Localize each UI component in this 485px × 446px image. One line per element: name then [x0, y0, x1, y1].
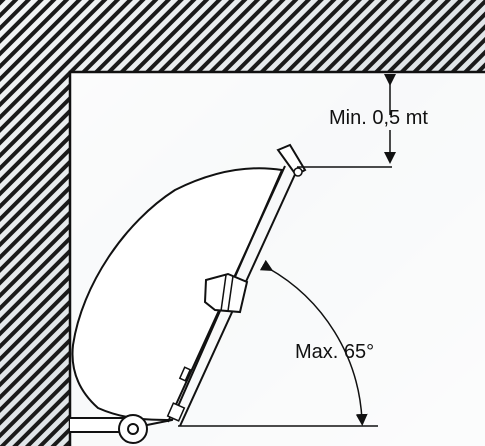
angle-dimension: [178, 259, 378, 427]
max-angle-label: Max. 65°: [295, 341, 374, 363]
vehicle-canopy: [71, 167, 284, 422]
min-clearance-label: Min. 0,5 mt: [329, 107, 428, 129]
clearance-dimension: [297, 74, 396, 168]
wall-edge: [68, 70, 485, 446]
mount-bracket: [203, 272, 249, 314]
